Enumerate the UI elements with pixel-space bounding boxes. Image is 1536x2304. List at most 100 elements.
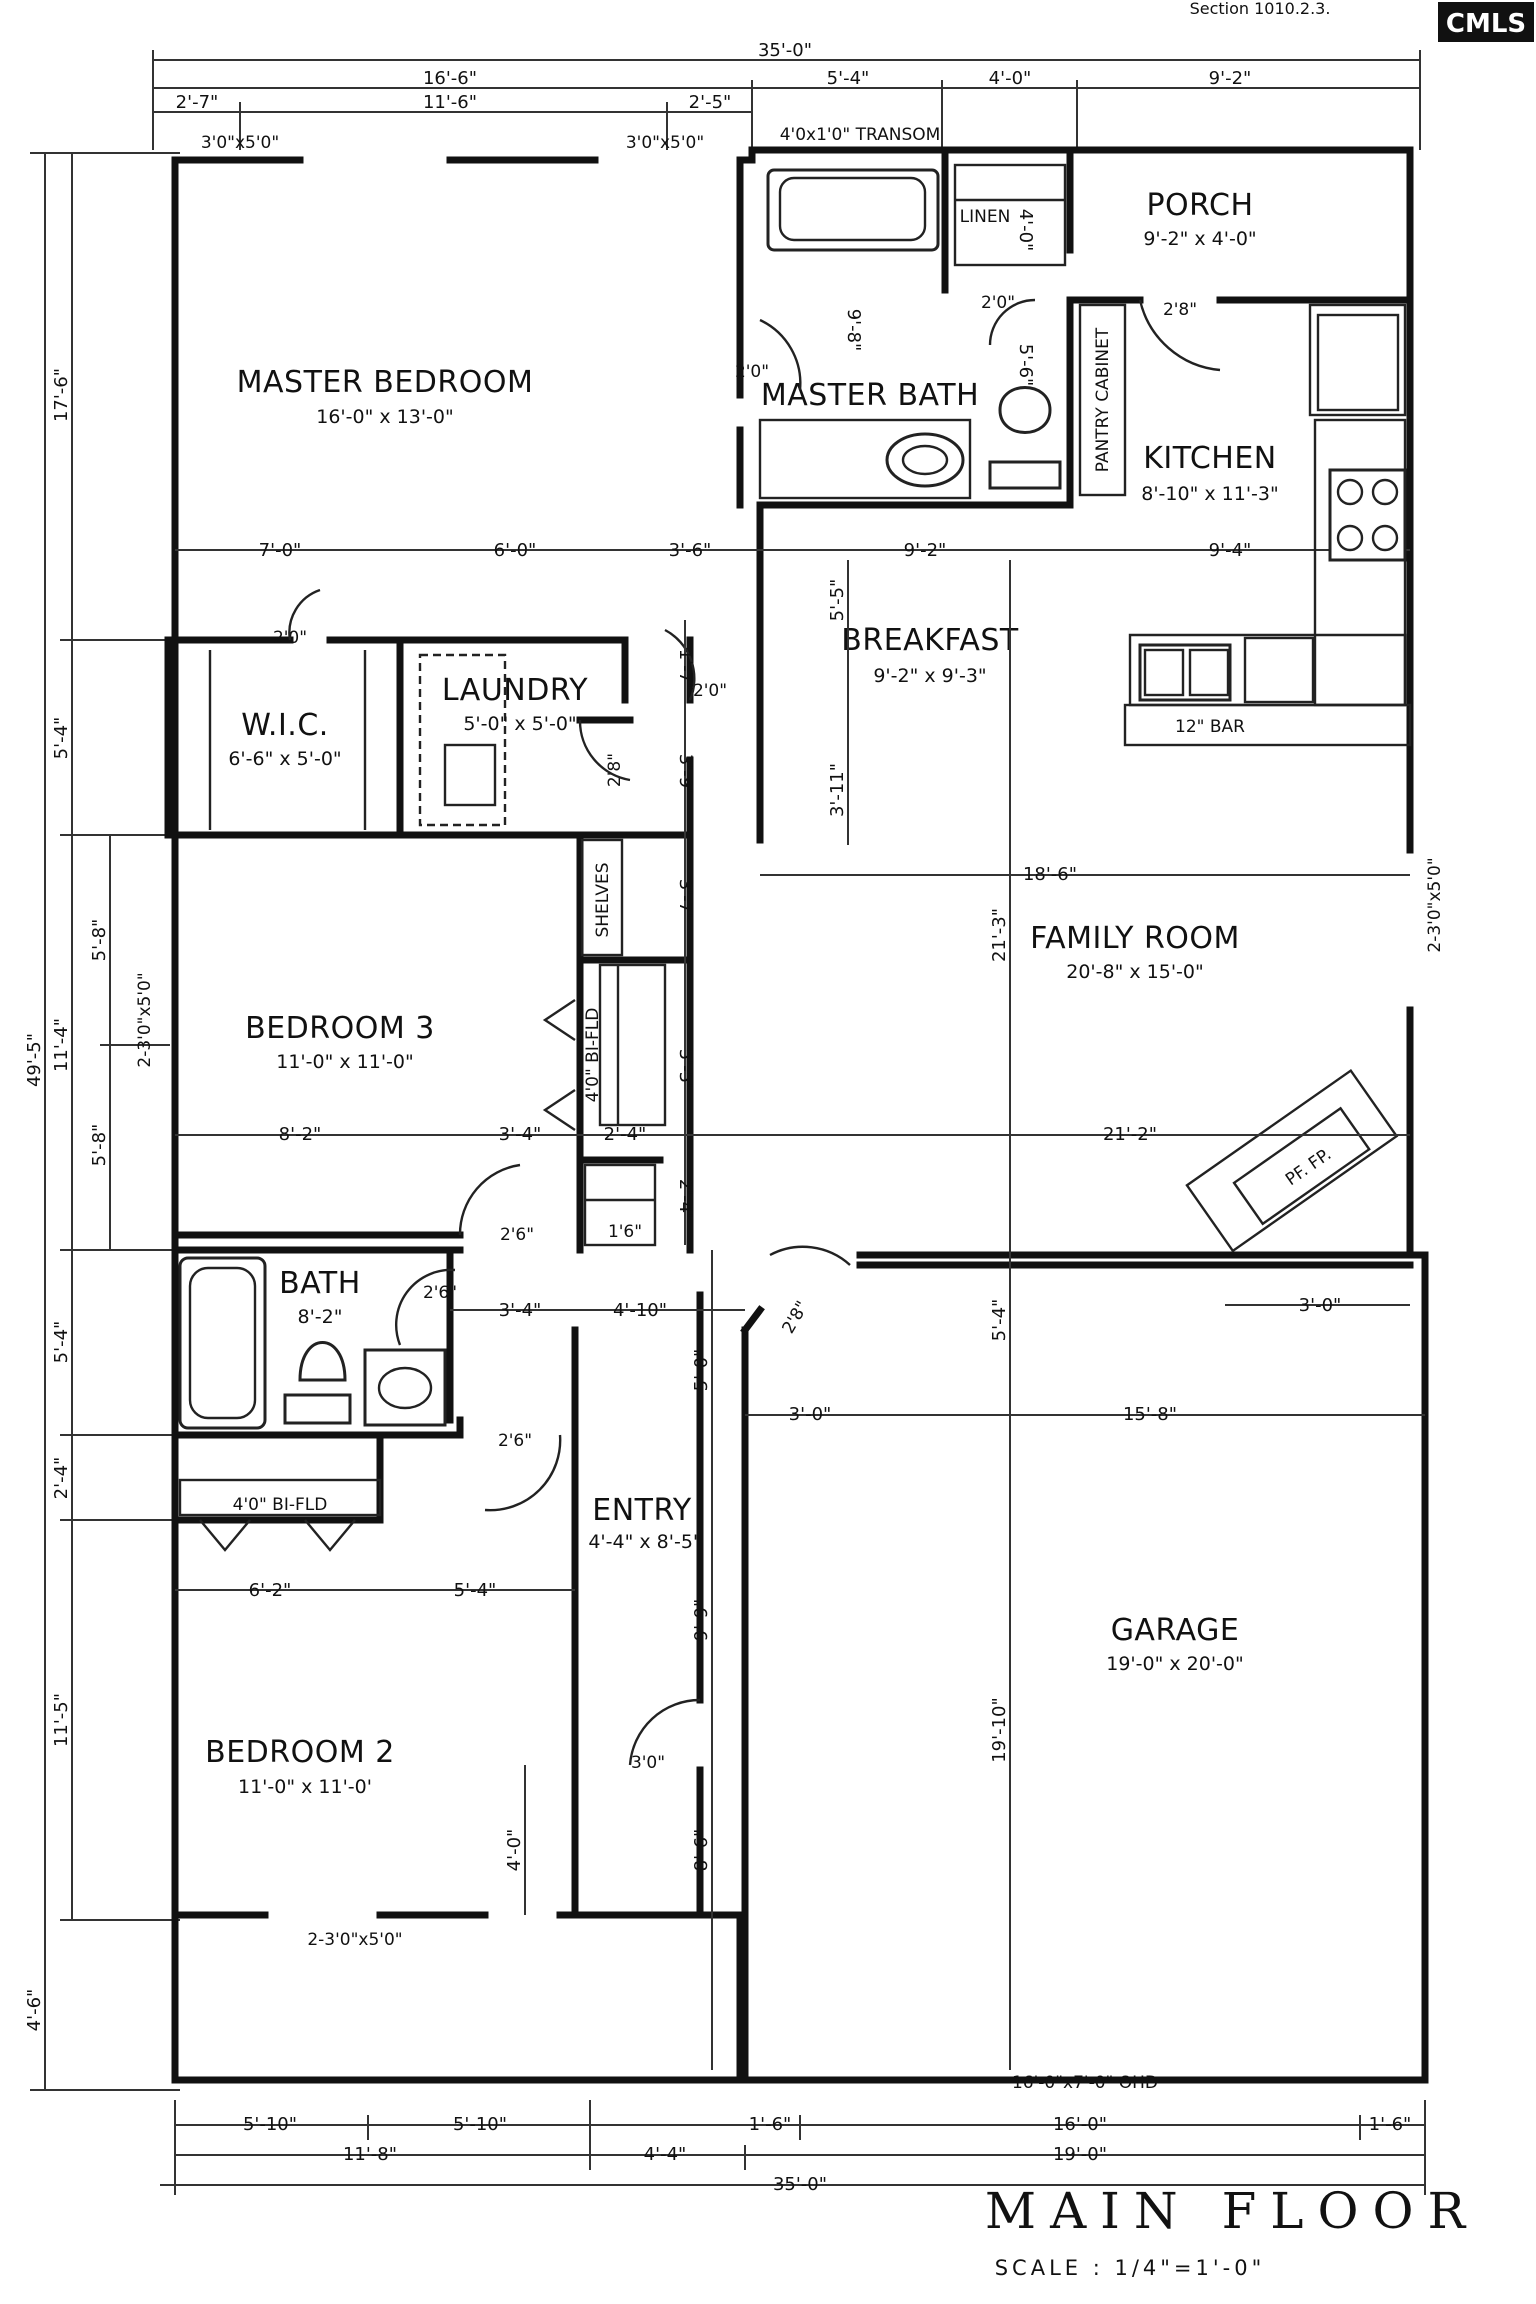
dim-bot-4-4: 4'-4": [644, 2144, 687, 2165]
bedroom-2: 4'0" BI-FLD 6'-2" 5'-4" BEDROOM 2 11'-0"…: [175, 1431, 575, 1950]
dim-v-9-8: 9'-8": [843, 309, 864, 352]
dim-bot-1-6b: 1'-6": [1369, 2114, 1412, 2135]
door-bath: 2'6": [423, 1283, 457, 1303]
dim-mb-7-0: 7'-0": [259, 540, 302, 561]
dim-v-5-5b: 5'-5": [675, 1049, 696, 1092]
top-dimensions: 35'-0" 16'-6" 5'-4" 4'-0" 9'-2" 2'-7" 11…: [152, 40, 1421, 150]
bedroom2-size: 11'-0" x 11'-0': [238, 1776, 372, 1798]
cmls-logo: CMLS: [1438, 2, 1534, 42]
wic-name: W.I.C.: [241, 708, 329, 743]
hall-sink-icon: [363, 1348, 447, 1427]
walk-in-closet: W.I.C. 6'-6" x 5'-0" 2'0": [208, 588, 367, 830]
entry-size: 4'-4" x 8'-5": [588, 1531, 701, 1553]
dim-v-3-9: 3'-9": [675, 754, 696, 797]
dim-mb-9-2: 9'-2": [904, 540, 947, 561]
dim-v-3-11: 3'-11": [827, 763, 848, 817]
dim-v-3-7: 3'-7": [675, 879, 696, 922]
hall-bathtub-icon: [178, 1256, 267, 1430]
wic-size: 6'-6" x 5'-0": [228, 748, 341, 770]
bedroom2-name: BEDROOM 2: [205, 1735, 395, 1770]
dim-top-2-7: 2'-7": [176, 92, 219, 113]
left-dimensions: 49'-5" 17'-6" 5'-4" 11'-4" 5'-4" 2'-4" 1…: [24, 152, 180, 2091]
dim-bot-11-8: 11'-8": [343, 2144, 397, 2165]
family-room-size: 20'-8" x 15'-0": [1066, 961, 1204, 983]
dim-v-2-4: 2'-4": [675, 1179, 696, 1222]
dim-v-5-6: 5'-6": [1015, 344, 1036, 387]
breakfast-name: BREAKFAST: [841, 623, 1019, 658]
pantry-name: PANTRY CABINET: [1093, 327, 1113, 472]
dim-h-21-2: 21'-2": [1103, 1124, 1157, 1145]
door-bed2: 2'6": [498, 1431, 532, 1451]
dim-v-1-7: 1'-7": [675, 649, 696, 692]
porch-size: 9'-2" x 4'-0": [1143, 228, 1256, 250]
window-bed2: 2-3'0"x5'0": [307, 1930, 402, 1950]
dim-h-6-2: 6'-2": [249, 1580, 292, 1601]
breakfast: BREAKFAST 9'-2" x 9'-3" 5'-5" 3'-11": [827, 560, 1019, 845]
entry-name: ENTRY: [592, 1493, 692, 1528]
bifold-bed2: 4'0" BI-FLD: [233, 1495, 328, 1515]
door-laundry: 2'0": [693, 681, 727, 701]
bedroom-3: BEDROOM 3 11'-0" x 11'-0" 2-3'0"x5'0" 8'…: [135, 972, 1410, 1245]
stove-icon: [1328, 468, 1407, 562]
door-garage: 2'8": [778, 1298, 812, 1338]
cmls-logo-text: CMLS: [1446, 9, 1526, 39]
dim-top-2-5: 2'-5": [689, 92, 732, 113]
dim-h-18-6: 18'-6": [1023, 864, 1077, 885]
bath: BATH 8'-2" 2'6" 3'-4" 4'-10": [178, 1256, 745, 1430]
porch: PORCH 9'-2" x 4'-0" 2'8": [1138, 188, 1257, 372]
laundry: LAUNDRY 5'-0" x 5'-0" 2'0" 2'8" 1'-7" 3'…: [418, 620, 727, 1245]
master-bedroom-name: MASTER BEDROOM: [237, 365, 534, 400]
door-laundry-side: 2'8": [605, 753, 625, 787]
dim-left-total: 49'-5": [24, 1033, 45, 1087]
kitchen-size: 8'-10" x 11'-3": [1141, 483, 1279, 505]
entry: ENTRY 4'-4" x 8'-5" 5'-0" 9'-9" 8'-6" 3'…: [588, 1250, 713, 2070]
bath-size: 8'-2": [298, 1306, 343, 1328]
bath-name: BATH: [279, 1266, 361, 1301]
linen-name: LINEN: [960, 207, 1011, 227]
kitchen: PANTRY CABINET 12" BAR KITCHEN 8'-10" x …: [1078, 303, 1412, 747]
family-room-name: FAMILY ROOM: [1030, 921, 1240, 956]
dim-bot-total: 35'-0": [773, 2174, 827, 2195]
bifold-bed3: 4'0" BI-FLD: [583, 1008, 603, 1103]
dim-bot-16-0: 16'-0": [1053, 2114, 1107, 2135]
dim-left-5-8b: 5'-8": [89, 1124, 110, 1167]
dim-v-21-3: 21'-3": [989, 908, 1010, 962]
kitchen-name: KITCHEN: [1143, 441, 1277, 476]
dim-mb-6-0: 6'-0": [494, 540, 537, 561]
master-bedroom-size: 16'-0" x 13'-0": [316, 406, 454, 428]
dim-h-4-10: 4'-10": [613, 1300, 667, 1321]
dim-v-19-10: 19'-10": [989, 1697, 1010, 1763]
dim-left-4-6: 4'-6": [24, 1989, 45, 2032]
dim-left-5-4a: 5'-4": [51, 717, 72, 760]
bottom-dimensions: 5'-10" 5'-10" 1'-6" 16'-0" 1'-6" 11'-8" …: [160, 2100, 1426, 2195]
family-room: FAMILY ROOM 20'-8" x 15'-0" 18'-6" 21'-3…: [760, 560, 1445, 2070]
dim-left-17-6: 17'-6": [51, 368, 72, 422]
garage-door-label: 16'-0"x7'-0" OHD: [1012, 2073, 1158, 2093]
door-closet: 1'6": [608, 1222, 642, 1242]
door-porch: 2'8": [1163, 300, 1197, 320]
dim-v-4-0: 4'-0": [1015, 209, 1036, 252]
master-bedroom: MASTER BEDROOM 16'-0" x 13'-0" 3'0"x5'0"…: [175, 133, 1410, 561]
dim-h-5-4: 5'-4": [454, 1580, 497, 1601]
dim-left-5-4b: 5'-4": [51, 1321, 72, 1364]
master-bath: 4'0x1'0" TRANSOM MASTER BATH 2'0" 9'-8" …: [735, 125, 1062, 500]
dim-top-9-2: 9'-2": [1209, 68, 1252, 89]
window-master-1: 3'0"x5'0": [201, 133, 279, 153]
dim-h-2-4: 2'-4": [604, 1124, 647, 1145]
dim-bot-5-10a: 5'-10": [243, 2114, 297, 2135]
hall-closets: SHELVES 4'0" BI-FLD 1'6": [542, 838, 667, 1247]
window-family: 2-3'0"x5'0": [1425, 857, 1445, 952]
bedroom3-name: BEDROOM 3: [245, 1011, 435, 1046]
dim-top-4-0: 4'-0": [989, 68, 1032, 89]
dim-v-8-6: 8'-6": [691, 1829, 712, 1872]
door-entry: 3'0": [631, 1753, 665, 1773]
exterior-walls: [171, 146, 1429, 2084]
dim-v-5-4: 5'-4": [989, 1299, 1010, 1342]
dim-h-3-0: 3'-0": [1299, 1295, 1342, 1316]
dim-v-4-0b: 4'-0": [504, 1829, 525, 1872]
dim-bot-1-6a: 1'-6": [749, 2114, 792, 2135]
section-label: Section 1010.2.3.: [1190, 0, 1331, 18]
dim-top-11-6: 11'-6": [423, 92, 477, 113]
dim-left-11-5: 11'-5": [51, 1693, 72, 1747]
dim-left-2-4: 2'-4": [51, 1457, 72, 1500]
